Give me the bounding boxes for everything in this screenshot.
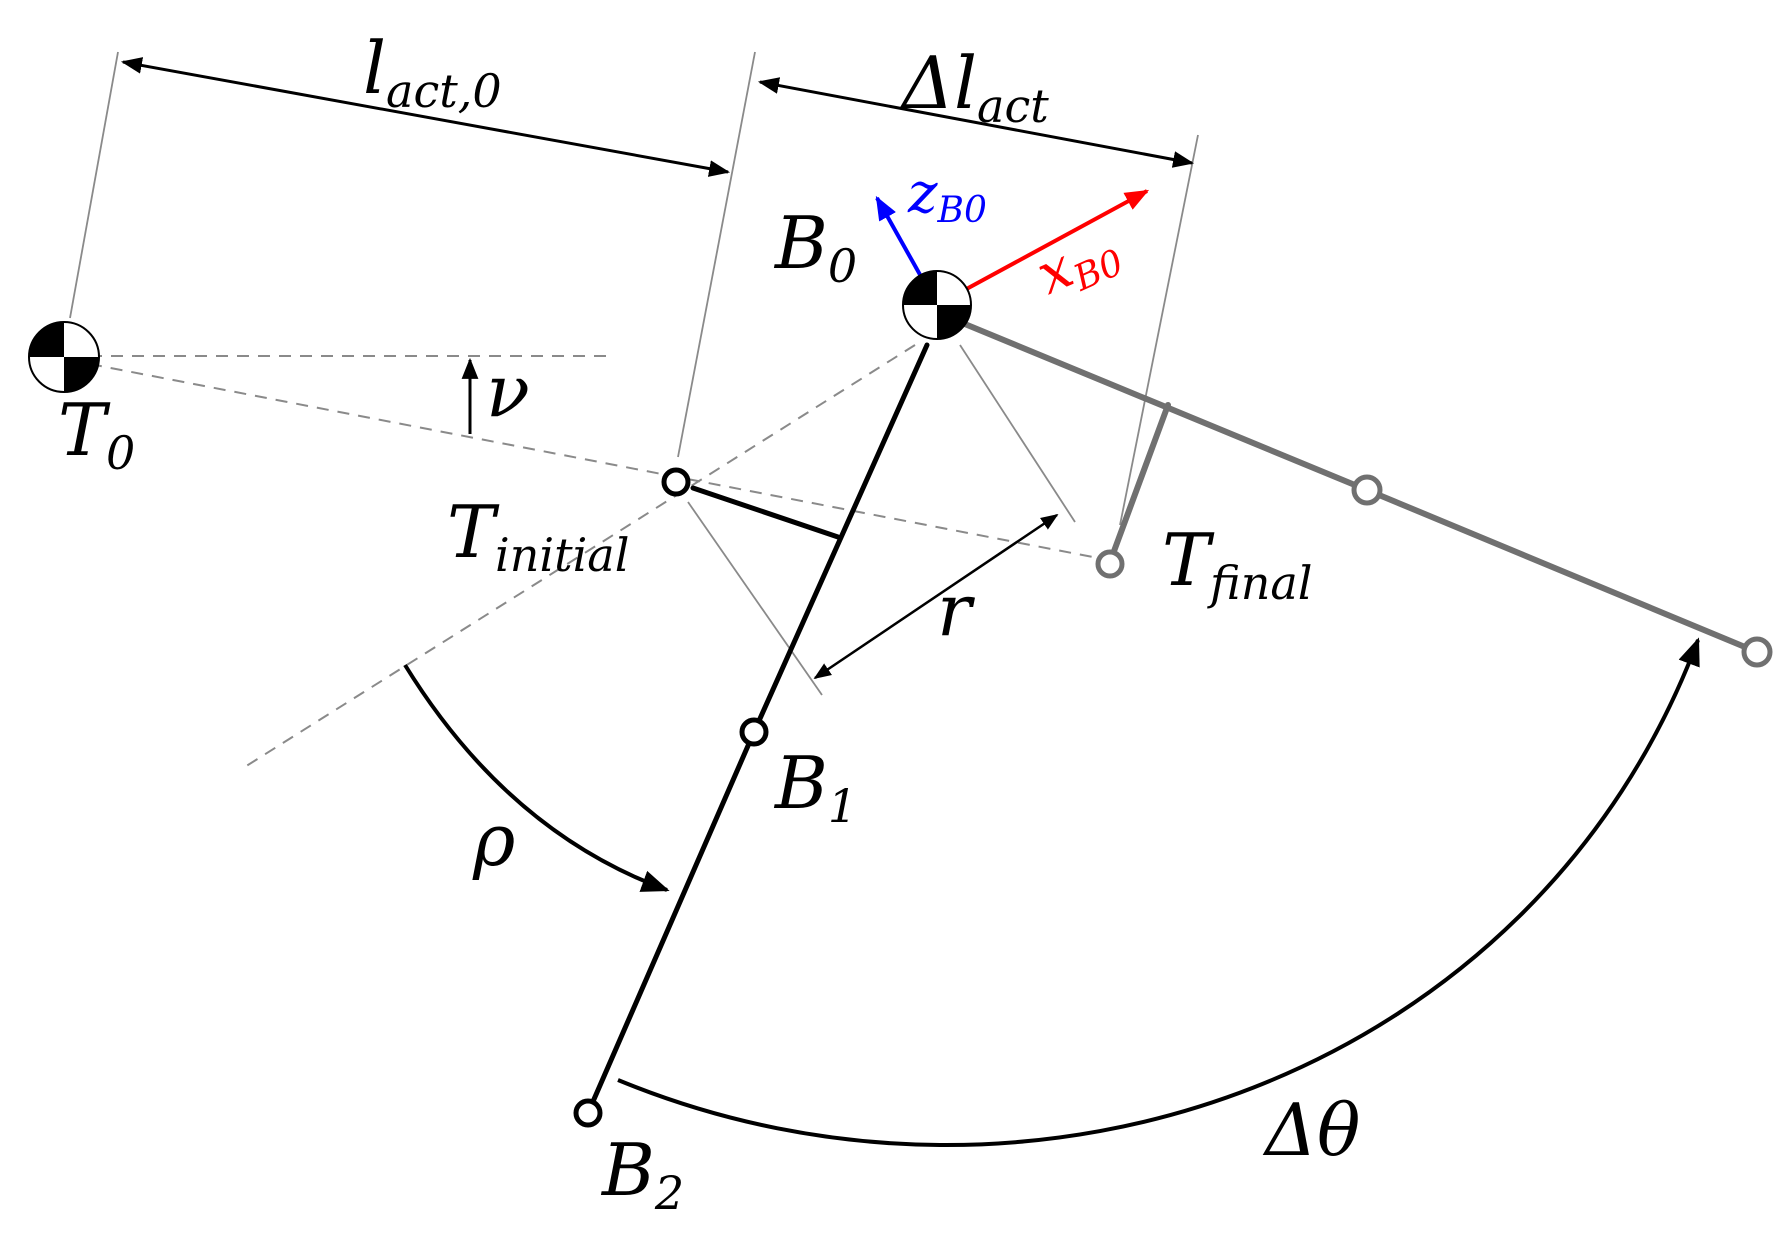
joint-t-final [1095, 549, 1125, 579]
b2-label: B2 [600, 1128, 684, 1220]
t0-label: T0 [58, 388, 135, 480]
b0-label: B0 [773, 201, 857, 293]
tinitial-extension-line [677, 51, 756, 458]
z-b0-label: zB0 [907, 161, 987, 231]
rho-arc-arrow [403, 663, 670, 892]
rho-label: ρ [472, 798, 515, 882]
dashed-reference-lines [89, 344, 1099, 771]
r-dimension-arrow [813, 513, 1059, 680]
joint-markers [573, 467, 1773, 1128]
final-configuration-links [957, 319, 1760, 655]
t-final-label: Tfinal [1162, 518, 1312, 610]
initial-link-b0-b1 [751, 342, 930, 735]
delta-l-act-dimension-arrow [757, 77, 1195, 168]
com-marker-t0-icon [28, 321, 100, 393]
joint-final-b1 [1351, 474, 1383, 506]
joint-b1 [739, 717, 769, 747]
x-b0-axis-arrow [936, 189, 1150, 307]
final-link-b1-b2 [1364, 487, 1760, 655]
initial-actuator-arm [690, 485, 841, 540]
joint-b2 [573, 1098, 603, 1128]
delta-theta-label: Δθ [1262, 1088, 1360, 1172]
t0-to-tfinal-dashed-line [89, 363, 1099, 559]
tfinal-extension-line [1119, 134, 1199, 526]
nu-label: ν [486, 349, 530, 433]
com-marker-b0-icon [902, 270, 972, 340]
b0-r-extension-line [959, 344, 1076, 523]
tinitial-r-extension-line [687, 501, 823, 696]
final-actuator-arm [1107, 402, 1171, 565]
delta-l-act-label: Δlact [899, 41, 1049, 133]
delta-theta-arc-arrow [617, 637, 1700, 1148]
t-initial-label: Tinitial [447, 490, 629, 582]
r-label: r [937, 568, 975, 652]
joint-t-initial [661, 467, 691, 497]
final-link-b0-b1 [957, 319, 1370, 493]
b0-to-lower-left-dashed-line [239, 344, 916, 771]
b1-label: B1 [773, 741, 857, 833]
initial-link-b1-b2 [585, 729, 757, 1116]
joint-final-b2 [1741, 636, 1773, 668]
extension-lines [69, 51, 1199, 696]
l-act-0-dimension-arrow [120, 57, 731, 177]
t0-extension-line [69, 51, 119, 319]
l-act-0-label: lact,0 [363, 26, 502, 118]
